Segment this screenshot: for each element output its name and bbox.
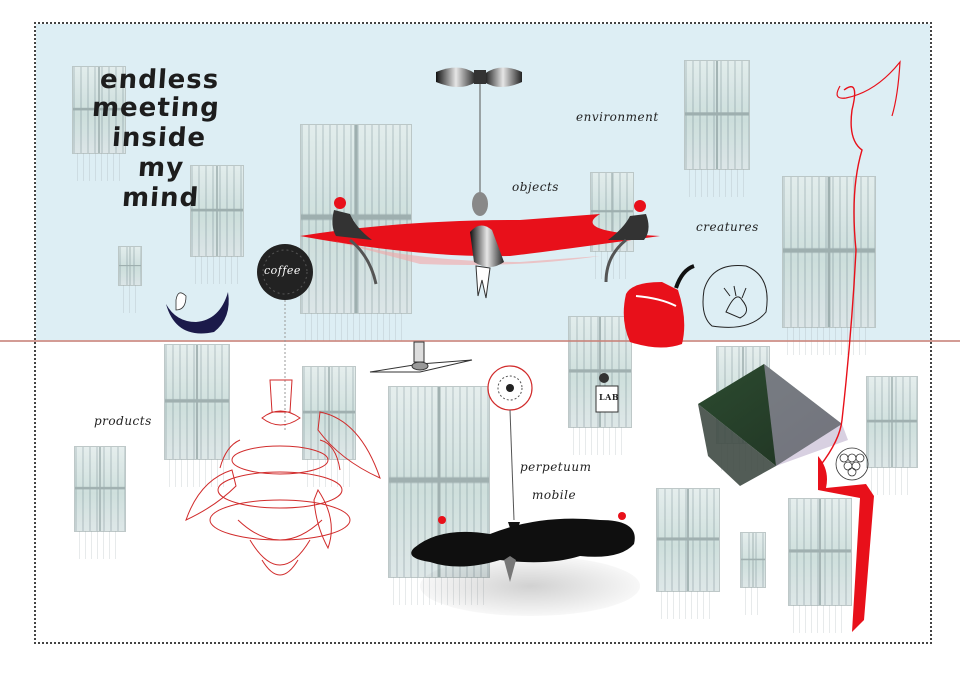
label-objects: objects: [512, 180, 559, 194]
label-perpetuum: perpetuum: [520, 460, 592, 474]
window: [190, 165, 244, 284]
label-environment: environment: [576, 110, 659, 124]
window: [866, 376, 918, 495]
lab-sign: [595, 373, 619, 413]
window: [302, 366, 356, 487]
window: [74, 446, 126, 559]
moon-icon: [166, 292, 229, 334]
label-products: products: [94, 414, 152, 428]
window: [740, 532, 766, 615]
red-ribbon-icon: [818, 60, 901, 632]
window: [300, 124, 412, 341]
red-table-icon: [300, 197, 660, 299]
window: [656, 488, 720, 619]
window: [164, 344, 230, 487]
creature-sketch-icon: [702, 265, 768, 328]
coffee-blob-icon: [257, 244, 313, 430]
pendulum-clock-icon: [487, 365, 533, 540]
window: [684, 60, 750, 197]
chandelier-icon: [185, 379, 381, 576]
black-puddle-icon: [411, 512, 640, 616]
window: [788, 498, 852, 633]
label-mobile: mobile: [532, 488, 577, 502]
green-cube-icon: [698, 364, 848, 486]
red-kettle-icon: [623, 264, 695, 348]
window: [118, 246, 142, 313]
window: [72, 66, 126, 181]
bubble-cluster-icon: [835, 447, 869, 481]
ceiling-fan-icon: [369, 341, 473, 373]
lab-sign-text: LAB: [599, 392, 620, 402]
window: [782, 176, 876, 355]
horizon-line: [0, 340, 960, 342]
pendant-lamp-icon: [436, 67, 522, 216]
dotted-frame: [34, 22, 932, 644]
label-coffee: coffee: [264, 264, 301, 277]
label-creatures: creatures: [696, 220, 759, 234]
